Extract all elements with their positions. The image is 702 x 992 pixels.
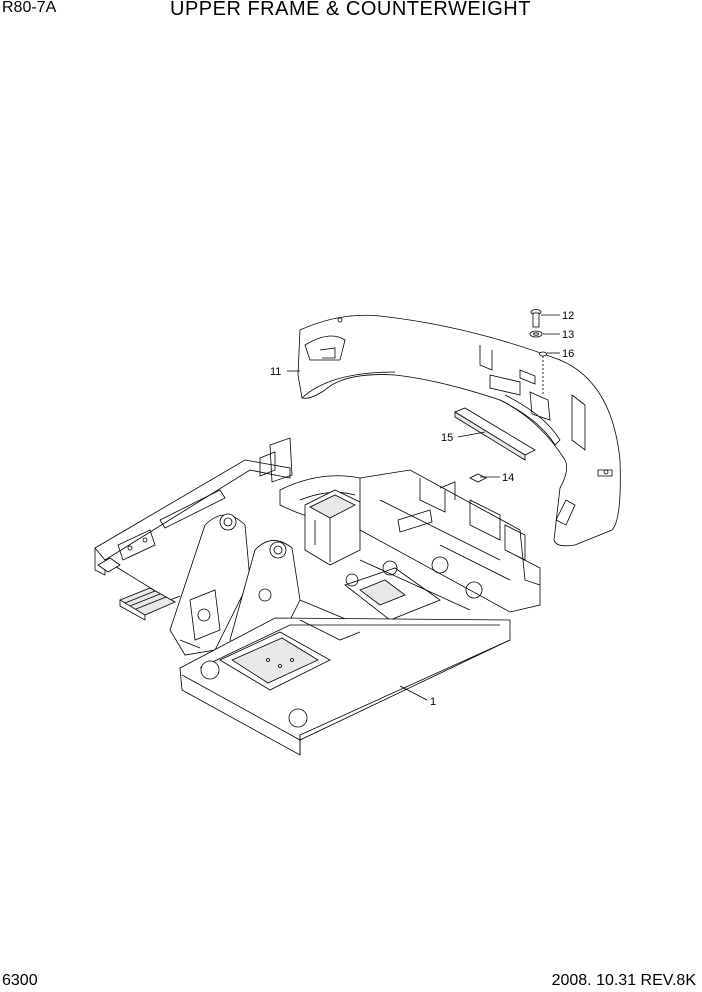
washer-13 [529, 330, 543, 338]
model-code: R80-7A [2, 0, 57, 16]
page-number: 6300 [2, 972, 38, 989]
callout-15: 15 [441, 431, 486, 444]
callout-label-11: 11 [270, 366, 281, 378]
callout-11: 11 [270, 366, 300, 378]
callout-13: 13 [543, 329, 574, 341]
counterweight [297, 314, 621, 547]
shim-14 [469, 473, 487, 483]
callout-12: 12 [541, 310, 574, 322]
bolt-12 [530, 309, 542, 328]
page-title: UPPER FRAME & COUNTERWEIGHT [170, 0, 531, 20]
callout-label-15: 15 [441, 432, 453, 444]
revision-date: 2008. 10.31 REV.8K [551, 972, 696, 989]
callout-label-13: 13 [562, 329, 574, 341]
callout-14: 14 [480, 472, 514, 484]
washer-16 [539, 351, 547, 395]
callout-16: 16 [547, 348, 574, 360]
callout-1: 1 [399, 685, 436, 708]
callout-label-14: 14 [502, 472, 514, 484]
upper-frame [94, 437, 541, 756]
callout-label-16: 16 [562, 348, 574, 360]
callout-label-1: 1 [430, 696, 436, 708]
callout-label-12: 12 [562, 310, 574, 322]
bar-15 [454, 407, 536, 461]
